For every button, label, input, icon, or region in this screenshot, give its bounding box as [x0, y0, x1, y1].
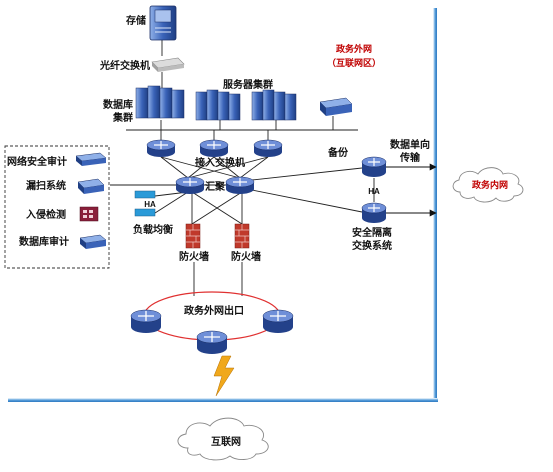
one-way-transfer-device-icon: [361, 156, 387, 177]
security-item-1-label: 网络安全审计: [7, 155, 67, 168]
exit-router-bottom-icon: [196, 330, 228, 354]
load-balancer-label: 负载均衡: [133, 223, 173, 236]
isolation-exchange-device-icon: [361, 202, 387, 223]
ids-device-icon: [79, 206, 99, 222]
backup-label: 备份: [327, 146, 349, 159]
firewall-1-icon: [185, 223, 201, 249]
access-switch-3-icon: [253, 139, 283, 157]
internet-label: 互联网: [211, 435, 241, 448]
fiber-switch-icon: [151, 57, 185, 72]
security-item-2-label: 漏扫系统: [26, 179, 66, 192]
appliance-device-icon: [319, 97, 353, 116]
one-way-transfer-label-line1: 数据单向: [390, 138, 430, 151]
network-audit-device-icon: [75, 152, 107, 166]
one-way-transfer-label-line2: 传输: [399, 151, 421, 164]
lightning-bolt-icon: [213, 355, 235, 397]
isolation-label-line2: 交换系统: [352, 239, 392, 252]
zone-boundary-horizontal: [8, 398, 438, 402]
internet-cloud-icon: [177, 417, 269, 461]
fiber-switch-label: 光纤交换机: [99, 59, 150, 72]
storage-device-icon: [149, 5, 177, 41]
isolation-label-line1: 安全隔离: [352, 226, 392, 239]
server-cluster-a-icon: [195, 89, 241, 121]
db-cluster-label-line2: 集群: [112, 111, 133, 124]
firewall-2-label: 防火墙: [231, 250, 261, 263]
core-switch-1-icon: [175, 176, 205, 194]
access-switch-2-icon: [199, 139, 229, 157]
exit-router-left-icon: [130, 309, 162, 333]
server-cluster-label: 服务器集群: [223, 78, 273, 91]
gov-intranet-cloud-icon: [452, 167, 524, 203]
zone-title-line2: （互联网区）: [327, 57, 381, 68]
gov-exit-label: 政务外网出口: [184, 304, 244, 317]
server-cluster-b-icon: [251, 89, 297, 121]
security-item-3-label: 入侵检测: [26, 208, 66, 221]
core-label: 汇聚: [205, 180, 226, 193]
security-item-4-label: 数据库审计: [19, 235, 69, 248]
core-switch-2-icon: [225, 176, 255, 194]
security-panel-box: [4, 145, 110, 269]
db-cluster-label-line1: 数据库: [103, 98, 133, 111]
zone-boundary-vertical: [433, 8, 437, 400]
load-balancer-2-icon: [134, 208, 156, 217]
ha-label-lb: HA: [144, 200, 156, 209]
access-switch-label: 接入交换机: [195, 156, 245, 169]
load-balancer-1-icon: [134, 190, 156, 199]
db-audit-device-icon: [79, 234, 107, 249]
access-switch-1-icon: [146, 139, 176, 157]
zone-title-line1: 政务外网: [336, 43, 372, 54]
ha-label-right: HA: [368, 187, 380, 196]
firewall-2-icon: [234, 223, 250, 249]
firewall-1-label: 防火墙: [179, 250, 209, 263]
gov-intranet-label: 政务内网: [472, 179, 508, 190]
vuln-scan-device-icon: [77, 178, 105, 194]
storage-label: 存储: [126, 14, 146, 27]
exit-router-right-icon: [262, 309, 294, 333]
connection-lines: [110, 40, 375, 296]
db-cluster-servers-icon: [135, 85, 185, 119]
